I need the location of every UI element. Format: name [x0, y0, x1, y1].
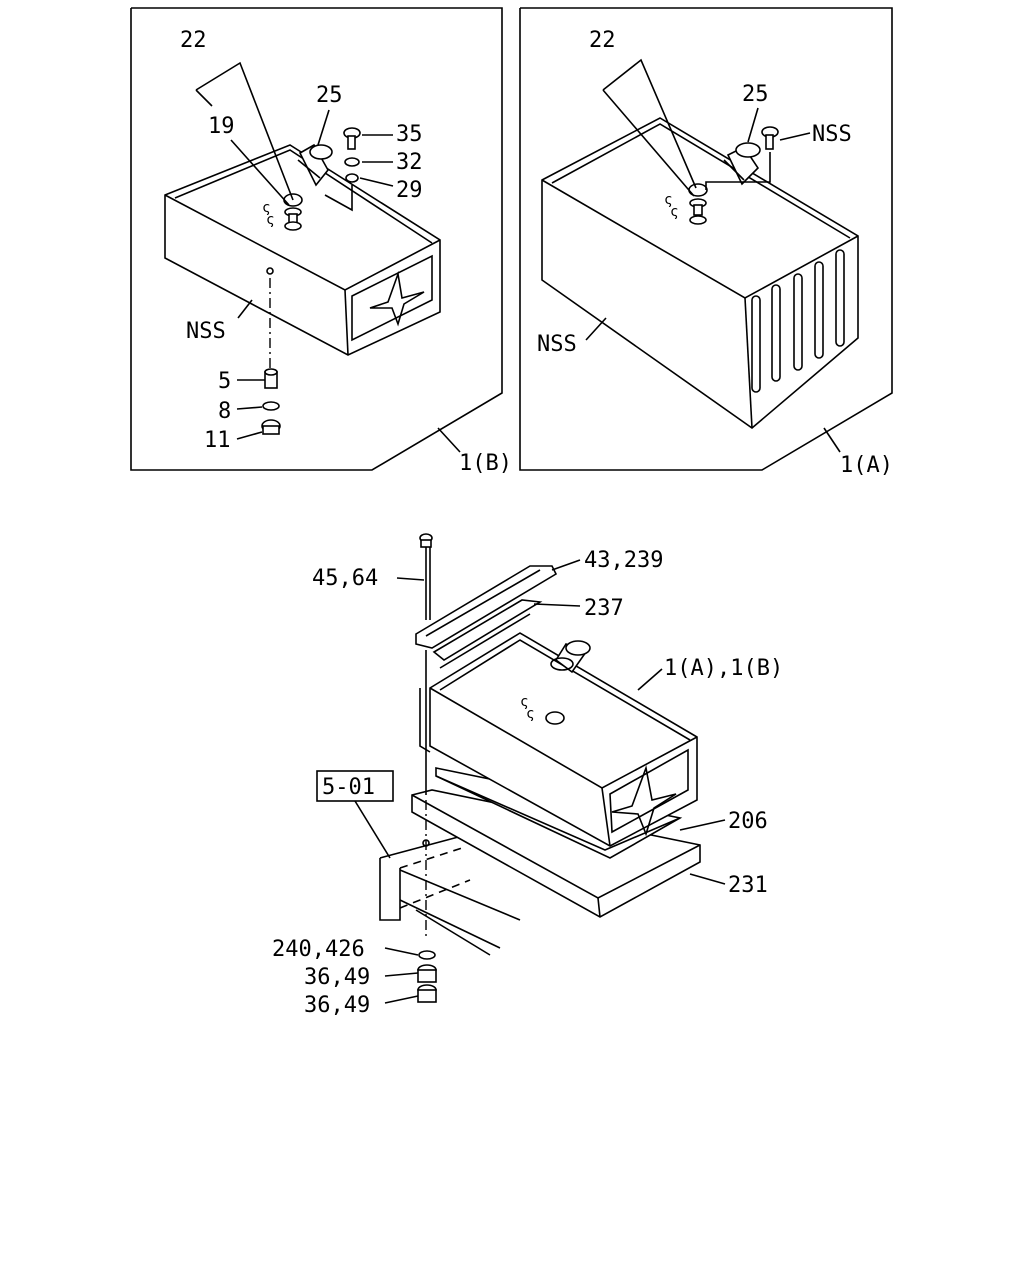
panel-1b-callout-35: 35 [396, 122, 423, 147]
panel-1b-frame [130, 7, 503, 471]
panel-1b-ref-label: 1(B) [459, 451, 512, 476]
panel-1b-callout-29: 29 [396, 178, 423, 203]
ref-box-5-01-label: 5-01 [322, 775, 375, 800]
main-assembly: ς ς [272, 533, 783, 1018]
panel-1a: ς ς 22 25 NSS NSS 1(A) [519, 7, 893, 478]
callout-237: 237 [584, 596, 624, 621]
panel-1a-filler-neck [723, 142, 761, 186]
panel-1a-callout-nss: NSS [537, 332, 577, 357]
bracket-231 [411, 789, 701, 918]
frame-member [379, 835, 521, 956]
panel-1b-callout-25: 25 [316, 83, 343, 108]
callout-231: 231 [728, 873, 768, 898]
strap-43-239 [415, 565, 558, 649]
nut-washer-stack [417, 950, 437, 1003]
svg-text:ς: ς [262, 200, 270, 216]
callout-tank-1a-1b: 1(A),1(B) [664, 656, 783, 681]
svg-text:ς: ς [266, 212, 274, 228]
panel-1b-callout-32: 32 [396, 150, 423, 175]
callout-206: 206 [728, 809, 768, 834]
panel-1a-leaders [585, 58, 841, 453]
panel-1a-callout-nss-screw: NSS [812, 122, 852, 147]
main-tank: ς ς [419, 632, 698, 847]
panel-1a-tank [541, 117, 859, 430]
svg-text:ς: ς [670, 204, 678, 220]
panel-1b-callout-19: 19 [208, 114, 235, 139]
panel-1b-callout-22: 22 [180, 28, 207, 53]
callout-36-49-upper: 36,49 [304, 965, 370, 990]
strap-237 [432, 599, 543, 669]
panel-1a-callout-22: 22 [589, 28, 616, 53]
panel-1b-screws [324, 127, 361, 212]
svg-text:ς: ς [664, 192, 672, 208]
callout-36-49-lower: 36,49 [304, 993, 370, 1018]
panel-1a-screw [705, 126, 779, 190]
main-leaders [384, 559, 726, 1004]
panel-1a-callout-25: 25 [742, 82, 769, 107]
bolt-45-64 [419, 533, 433, 940]
panel-1a-ref-label: 1(A) [840, 453, 893, 478]
panel-1b-leaders [195, 61, 461, 453]
panel-1b-callout-5: 5 [218, 369, 231, 394]
panel-1b-filler-neck [297, 143, 333, 187]
callout-43-239: 43,239 [584, 548, 663, 573]
panel-1b: ς ς [130, 7, 512, 476]
panel-1b-tank [164, 144, 441, 356]
panel-1b-callout-8: 8 [218, 399, 231, 424]
panel-1a-gauge-parts: ς ς [664, 183, 708, 225]
callout-240-426: 240,426 [272, 937, 365, 962]
panel-1b-callout-11: 11 [204, 428, 231, 453]
svg-text:ς: ς [520, 694, 528, 710]
svg-text:ς: ς [526, 706, 534, 722]
callout-45-64: 45,64 [312, 566, 378, 591]
panel-1b-callout-nss: NSS [186, 319, 226, 344]
